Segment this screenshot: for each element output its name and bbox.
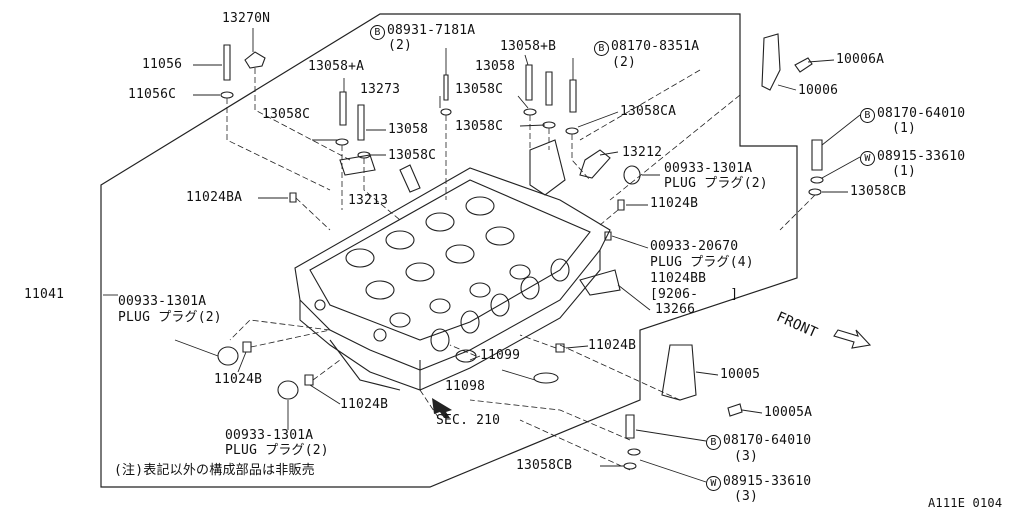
label-00933-1301A-left: 00933-1301A xyxy=(118,294,207,309)
label-13058C-2: 13058C xyxy=(262,107,311,122)
label-13058: 13058 xyxy=(475,59,516,74)
label-11024B-1: 11024B xyxy=(650,196,699,211)
label-08931-qty: (2) xyxy=(388,38,413,53)
label-11041: 11041 xyxy=(24,287,65,302)
alignment-lines xyxy=(226,68,816,471)
label-13273: 13273 xyxy=(360,82,401,97)
label-08170-8351A-qty: (2) xyxy=(612,55,637,70)
label-11024BA: 11024BA xyxy=(186,190,243,205)
label-plug-left: PLUG プラグ(2) xyxy=(118,310,222,325)
label-10006: 10006 xyxy=(798,83,839,98)
label-11024BB: 11024BB xyxy=(650,271,707,286)
label-11056: 11056 xyxy=(142,57,183,72)
sec-210-ref[interactable]: SEC. 210 xyxy=(436,413,501,428)
label-13270N: 13270N xyxy=(222,11,271,26)
label-plug-4: PLUG プラグ(4) xyxy=(650,255,754,270)
label-11024B-2: 11024B xyxy=(588,338,637,353)
label-13058pA: 13058+A xyxy=(308,59,365,74)
label-10005A: 10005A xyxy=(764,405,813,420)
front-arrow xyxy=(833,329,872,349)
diagram-code: A111E 0104 xyxy=(928,496,1003,510)
bolt-mark-icon: B xyxy=(706,435,721,450)
label-13212: 13212 xyxy=(622,145,663,160)
label-11056C: 11056C xyxy=(128,87,177,102)
bolt-mark-icon: B xyxy=(594,41,609,56)
footnote: (注)表記以外の構成部品は非販売 xyxy=(114,463,315,478)
label-11024B-4: 11024B xyxy=(340,397,389,412)
label-00933-20670: 00933-20670 xyxy=(650,239,739,254)
label-13058C-3: 13058C xyxy=(455,119,504,134)
bolt-mark-icon: B xyxy=(860,108,875,123)
exhaust-ports xyxy=(430,258,570,352)
washer-mark-icon: W xyxy=(706,476,721,491)
label-08170-64010-bottom-qty: (3) xyxy=(734,449,759,464)
label-plug-top: PLUG プラグ(2) xyxy=(664,176,768,191)
label-plug-bottom: PLUG プラグ(2) xyxy=(225,443,329,458)
label-08915-33610-bottom-qty: (3) xyxy=(734,489,759,504)
label-11098: 11098 xyxy=(445,379,486,394)
label-08915-33610-top-qty: (1) xyxy=(892,164,917,179)
label-13058pB: 13058+B xyxy=(500,39,557,54)
label-13058C-1: 13058C xyxy=(455,82,504,97)
label-11024B-3: 11024B xyxy=(214,372,263,387)
washer-mark-icon: W xyxy=(860,151,875,166)
label-10006A: 10006A xyxy=(836,52,885,67)
label-11024BB-range: [9206- ] xyxy=(650,287,739,302)
label-10005: 10005 xyxy=(720,367,761,382)
label-13213: 13213 xyxy=(348,193,389,208)
leader-lines xyxy=(103,28,861,483)
label-13058-2: 13058 xyxy=(388,122,429,137)
label-00933-1301A-bottom: 00933-1301A xyxy=(225,428,314,443)
label-13058C-4: 13058C xyxy=(388,148,437,163)
label-11099: 11099 xyxy=(480,348,521,363)
label-13058CB-1: 13058CB xyxy=(850,184,907,199)
frame-boundary xyxy=(100,13,798,488)
label-13058CB-2: 13058CB xyxy=(516,458,573,473)
cylinder-head xyxy=(294,139,611,391)
label-13058CA: 13058CA xyxy=(620,104,677,119)
sec-arrow xyxy=(432,398,452,418)
label-00933-1301A-top: 00933-1301A xyxy=(664,161,753,176)
bolt-mark-icon: B xyxy=(370,25,385,40)
label-13266: 13266 xyxy=(655,302,696,317)
label-08170-64010-top-qty: (1) xyxy=(892,121,917,136)
cam-journals xyxy=(345,196,531,328)
